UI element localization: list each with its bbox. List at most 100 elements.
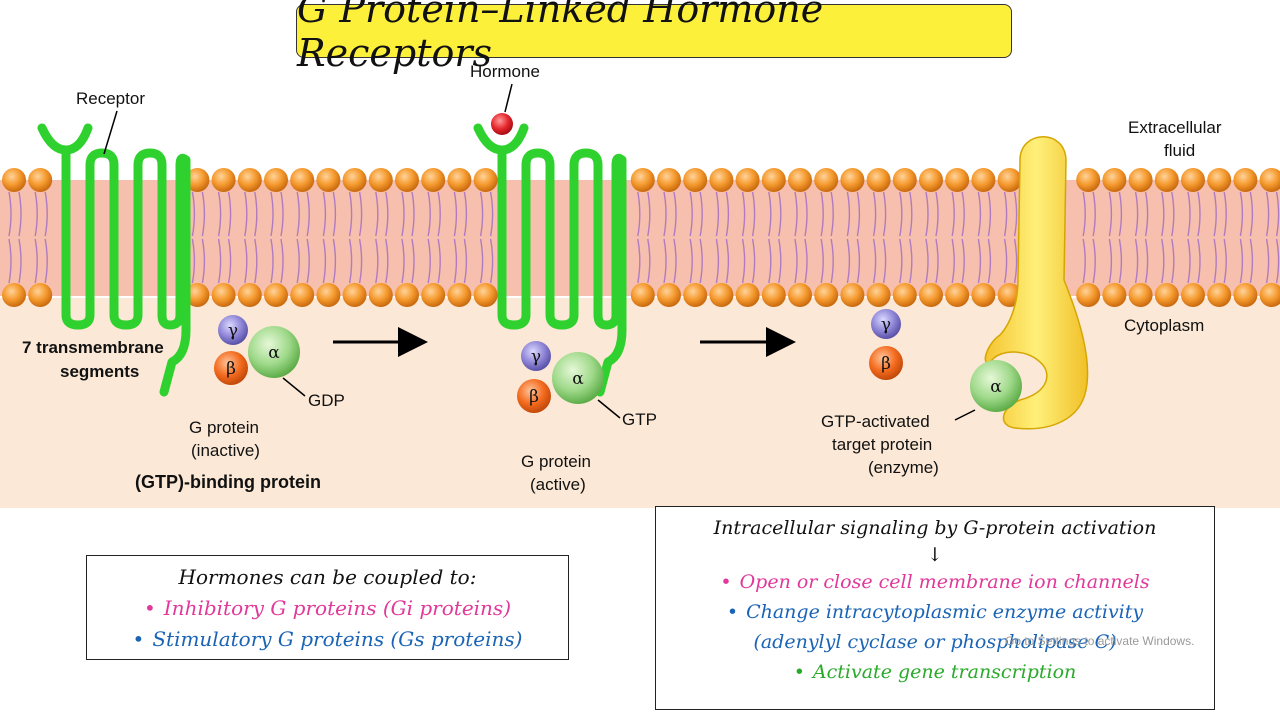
- transmembrane-label-2: segments: [60, 362, 140, 381]
- lipid-tail: [830, 191, 834, 237]
- gamma-symbol: γ: [881, 315, 891, 335]
- beta-symbol: β: [226, 359, 236, 379]
- alpha-symbol: α: [990, 377, 1002, 397]
- signaling-item-enzyme-examples: (adenylyl cyclase or phospholipase C): [753, 631, 1117, 653]
- lipid-head: [316, 283, 341, 307]
- lipid-head: [735, 168, 760, 192]
- windows-activation-watermark: Go to Settings to activate Windows.: [1005, 634, 1195, 648]
- lipid-tail: [768, 238, 772, 284]
- membrane-interior: [0, 180, 1280, 296]
- lipid-tail: [1213, 191, 1217, 237]
- lipid-head: [1207, 283, 1232, 307]
- lipid-tail: [1275, 191, 1280, 237]
- lipid-tail: [987, 238, 992, 284]
- lipid-tail: [270, 191, 274, 237]
- beta-subunit-inactive: [214, 351, 248, 385]
- lipid-head: [997, 168, 1022, 192]
- beta-subunit-released: [869, 346, 903, 380]
- lipid-tail: [8, 238, 12, 284]
- lipid-tail: [846, 191, 851, 237]
- lipid-tail: [1197, 238, 1201, 284]
- lipid-head: [840, 283, 865, 307]
- lipid-tail: [1108, 238, 1113, 284]
- lipid-head: [971, 283, 996, 307]
- g-protein-active-label: G protein: [521, 452, 591, 471]
- alpha-symbol: α: [268, 343, 280, 363]
- lipid-tail: [306, 238, 310, 284]
- lipid-tail: [348, 191, 353, 237]
- lipid-head: [342, 283, 367, 307]
- lipid-tail: [201, 238, 206, 284]
- lipid-tail: [925, 191, 929, 237]
- lipid-head: [28, 283, 53, 307]
- lipid-tail: [882, 191, 887, 237]
- lipid-head: [185, 283, 210, 307]
- lipid-head: [971, 168, 996, 192]
- lipid-tail: [322, 238, 327, 284]
- lipid-tail: [227, 238, 232, 284]
- lipid-tail: [872, 191, 877, 237]
- lipid-head: [368, 168, 393, 192]
- lipid-tail: [951, 191, 955, 237]
- lipid-tail: [1197, 191, 1201, 237]
- lipid-head: [657, 168, 681, 192]
- lipid-tail: [637, 238, 641, 284]
- lipid-head: [1076, 283, 1101, 307]
- lipid-head: [1154, 168, 1179, 192]
- lipid-head: [1154, 283, 1179, 307]
- lipid-tail: [820, 238, 824, 284]
- alpha-subunit-active: [552, 352, 604, 404]
- lipid-tail: [715, 238, 720, 284]
- lipid-tail: [725, 238, 730, 284]
- lipid-tail: [961, 238, 965, 284]
- hormone-molecule: [491, 113, 513, 135]
- lipid-head: [185, 168, 210, 192]
- lipid-tail: [280, 238, 284, 284]
- receptor-2: [473, 123, 627, 397]
- down-arrow-icon: ↓: [927, 544, 943, 566]
- lipid-heads: [2, 168, 1280, 307]
- lipid-head: [709, 283, 734, 307]
- lipid-tail: [673, 238, 677, 284]
- lipid-head: [473, 168, 498, 192]
- lipid-tail: [463, 191, 468, 237]
- lipid-head: [1259, 168, 1280, 192]
- lipid-head: [237, 168, 262, 192]
- lipid-head: [28, 168, 53, 192]
- lipid-head: [211, 283, 236, 307]
- lipid-tail: [699, 238, 703, 284]
- lipid-tail: [296, 238, 300, 284]
- lipid-head: [237, 283, 262, 307]
- lipid-tail: [637, 191, 641, 237]
- receptor-pointer: [103, 110, 118, 155]
- lipid-tail: [227, 191, 232, 237]
- lipid-head: [788, 168, 812, 192]
- coupling-item-stimulatory: •Stimulatory G proteins (Gs proteins): [132, 627, 523, 651]
- lipid-head: [919, 283, 943, 307]
- lipid-tail: [1213, 238, 1217, 284]
- lipid-head: [630, 168, 655, 192]
- lipid-tail: [44, 238, 48, 284]
- lipid-tail: [872, 238, 877, 284]
- lipid-tail: [191, 238, 196, 284]
- lipid-head: [630, 283, 655, 307]
- lipid-head: [368, 283, 393, 307]
- lipid-head: [1207, 168, 1232, 192]
- lipid-tail: [830, 238, 834, 284]
- lipid-tail: [191, 191, 196, 237]
- lipid-tail: [453, 191, 458, 237]
- transmembrane-label: 7 transmembrane: [22, 338, 164, 357]
- lipid-tail: [401, 191, 405, 237]
- gamma-symbol: γ: [228, 321, 238, 341]
- receptor-label: Receptor: [76, 89, 145, 108]
- lipid-tail: [961, 191, 965, 237]
- lipid-tail: [935, 238, 939, 284]
- lipid-tail: [951, 238, 955, 284]
- lipid-head: [892, 283, 917, 307]
- lipid-tail: [751, 191, 756, 237]
- extracellular-label: Extracellular: [1128, 118, 1222, 137]
- lipid-tail: [909, 191, 913, 237]
- lipid-tail: [699, 191, 703, 237]
- gtp-label: GTP: [622, 410, 657, 429]
- lipid-tail: [1239, 191, 1244, 237]
